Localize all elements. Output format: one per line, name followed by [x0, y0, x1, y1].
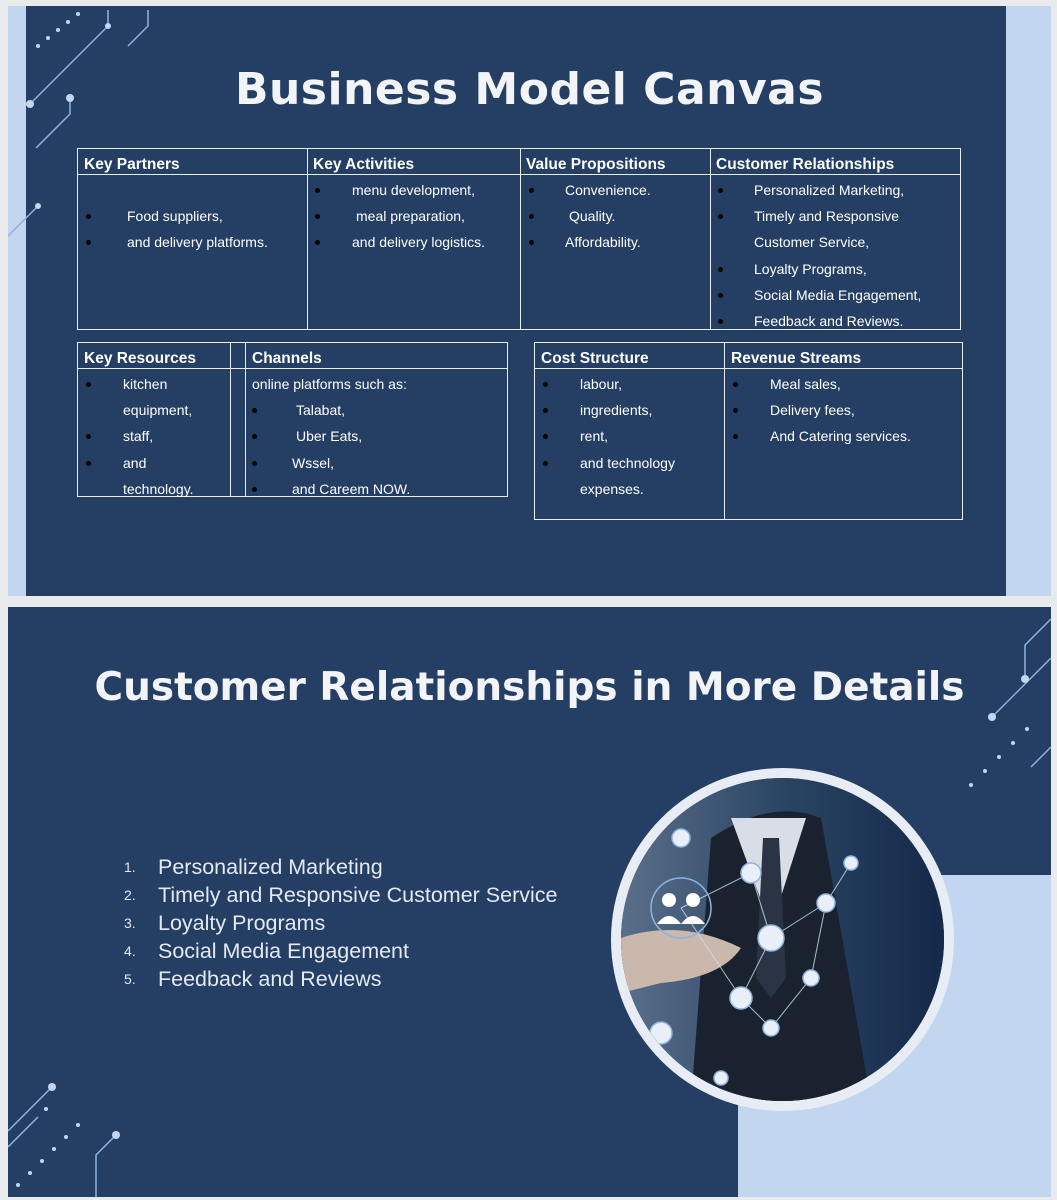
list-item: expenses. [580, 480, 644, 497]
list-item: Personalized Marketing, [718, 177, 921, 203]
list-item: Loyalty Programs, [718, 256, 921, 282]
page-title: Business Model Canvas [234, 64, 825, 115]
key-resources-header: Key Resources [84, 350, 197, 367]
list-item: Uber Eats, [252, 423, 410, 449]
list-item: online platforms such as: [252, 376, 407, 392]
list-item: Meal sales, [733, 371, 911, 397]
top-canvas-table: Key Partners Key Activities Value Propos… [77, 148, 961, 330]
key-resources-cell: kitchen equipment, staff, and technology… [86, 371, 194, 502]
businessman-network-image [611, 768, 954, 1111]
list-item: Customer Service, [754, 234, 870, 251]
channels-cell: online platforms such as: Talabat, Uber … [252, 371, 410, 502]
page-title: Customer Relationships in More Details [94, 665, 965, 710]
key-partners-cell: Food suppliers, and delivery platforms. [86, 203, 268, 255]
customer-relationships-header: Customer Relationships [716, 156, 895, 173]
resources-channels-table: Key Resources Channels kitchen equipment… [77, 342, 508, 497]
key-activities-cell: menu development, meal preparation, and … [315, 177, 485, 256]
revenue-streams-cell: Meal sales, Delivery fees, And Catering … [733, 371, 911, 450]
value-propositions-header: Value Propositions [526, 156, 666, 173]
slide-right-accent-bar [1006, 6, 1051, 596]
list-item: and delivery logistics. [315, 229, 485, 255]
list-item: Talabat, [252, 397, 410, 423]
list-item: equipment, [123, 402, 193, 419]
list-item: labour, [543, 371, 675, 397]
list-item: Quality. [529, 203, 651, 229]
list-item: And Catering services. [733, 423, 911, 449]
list-item: Convenience. [529, 177, 651, 203]
revenue-streams-header: Revenue Streams [731, 350, 862, 367]
list-item: ingredients, [543, 397, 675, 423]
list-item: Delivery fees, [733, 397, 911, 423]
slide-left-accent-bar [8, 6, 26, 596]
channels-header: Channels [252, 350, 322, 367]
list-item: meal preparation, [315, 203, 485, 229]
cost-structure-cell: labour, ingredients, rent, and technolog… [543, 371, 675, 502]
slide-business-model-canvas[interactable]: Business Model Canvas Key Partners Key A… [8, 6, 1051, 596]
list-item: Food suppliers, [86, 203, 268, 229]
slide-customer-relationships[interactable]: Customer Relationships in More Details 1… [8, 607, 1051, 1197]
list-item: rent, [543, 423, 675, 449]
list-item: Timely and Responsive [718, 203, 921, 229]
list-item: and Careem NOW. [252, 476, 410, 502]
key-activities-header: Key Activities [313, 156, 415, 173]
list-item: staff, [86, 423, 194, 449]
list-item: kitchen [86, 371, 194, 397]
list-item: Feedback and Reviews. [718, 308, 921, 334]
list-item: Affordability. [529, 229, 651, 255]
cost-revenue-table: Cost Structure Revenue Streams labour, i… [534, 342, 963, 520]
customer-relationships-cell: Personalized Marketing, Timely and Respo… [718, 177, 921, 334]
list-item: and delivery platforms. [86, 229, 268, 255]
list-item: menu development, [315, 177, 485, 203]
list-item: Social Media Engagement, [718, 282, 921, 308]
list-item: and technology [543, 450, 675, 476]
list-item: technology. [123, 480, 194, 497]
cost-structure-header: Cost Structure [541, 350, 649, 367]
list-item: and [86, 450, 194, 476]
list-item: Wssel, [252, 450, 410, 476]
value-propositions-cell: Convenience. Quality. Affordability. [529, 177, 651, 256]
key-partners-header: Key Partners [84, 156, 180, 173]
businessman-network-icon [621, 778, 944, 1101]
